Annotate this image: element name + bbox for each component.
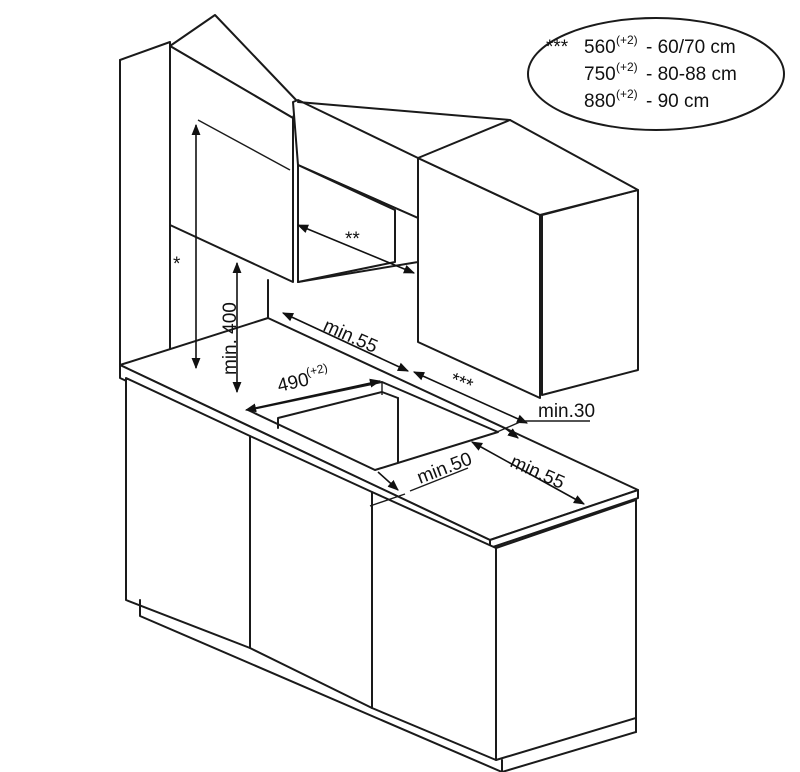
- legend-row-tolerance: (+2): [616, 60, 638, 74]
- legend-row-3: 880 (+2) - 90 cm: [584, 87, 709, 112]
- back-wall: [119, 41, 171, 366]
- dim-min-55-side: [471, 441, 585, 505]
- legend-row-tolerance: (+2): [616, 33, 638, 47]
- base-cabinets: [125, 377, 637, 772]
- dim-hood-width: [296, 224, 416, 274]
- min-30-label: min.30: [538, 401, 595, 422]
- legend-row-2: 750 (+2) - 80-88 cm: [584, 60, 737, 85]
- legend-row-range: - 80-88 cm: [646, 64, 737, 85]
- legend-row-base: 750: [584, 64, 616, 85]
- legend-row-base: 560: [584, 37, 616, 58]
- right-wall: [541, 189, 639, 396]
- cutout-tolerance: (+2): [305, 361, 329, 380]
- dim-cutout-length: [412, 371, 529, 424]
- legend: *** 560 (+2) - 60/70 cm 750 (+2) - 80-88…: [527, 17, 785, 131]
- legend-row-1: 560 (+2) - 60/70 cm: [584, 33, 736, 58]
- dim-min-30: [496, 420, 590, 439]
- upper-cabinet-left: [169, 14, 299, 283]
- cabinet-height-marker: *: [173, 254, 181, 275]
- dim-min-55-back: [281, 312, 410, 372]
- legend-ellipse: [527, 17, 785, 131]
- legend-marker: ***: [546, 37, 569, 58]
- upper-cabinet-right: [297, 101, 639, 399]
- legend-row-range: - 60/70 cm: [646, 37, 736, 58]
- legend-row-range: - 90 cm: [646, 91, 709, 112]
- legend-row-base: 880: [584, 91, 616, 112]
- cutout-length-marker: ***: [447, 369, 476, 397]
- hood-width-marker: **: [345, 229, 360, 250]
- dim-cutout-width: [244, 378, 382, 413]
- dim-min-50: [369, 467, 469, 507]
- legend-row-tolerance: (+2): [616, 87, 638, 101]
- min-400-label: min. 400: [220, 302, 241, 375]
